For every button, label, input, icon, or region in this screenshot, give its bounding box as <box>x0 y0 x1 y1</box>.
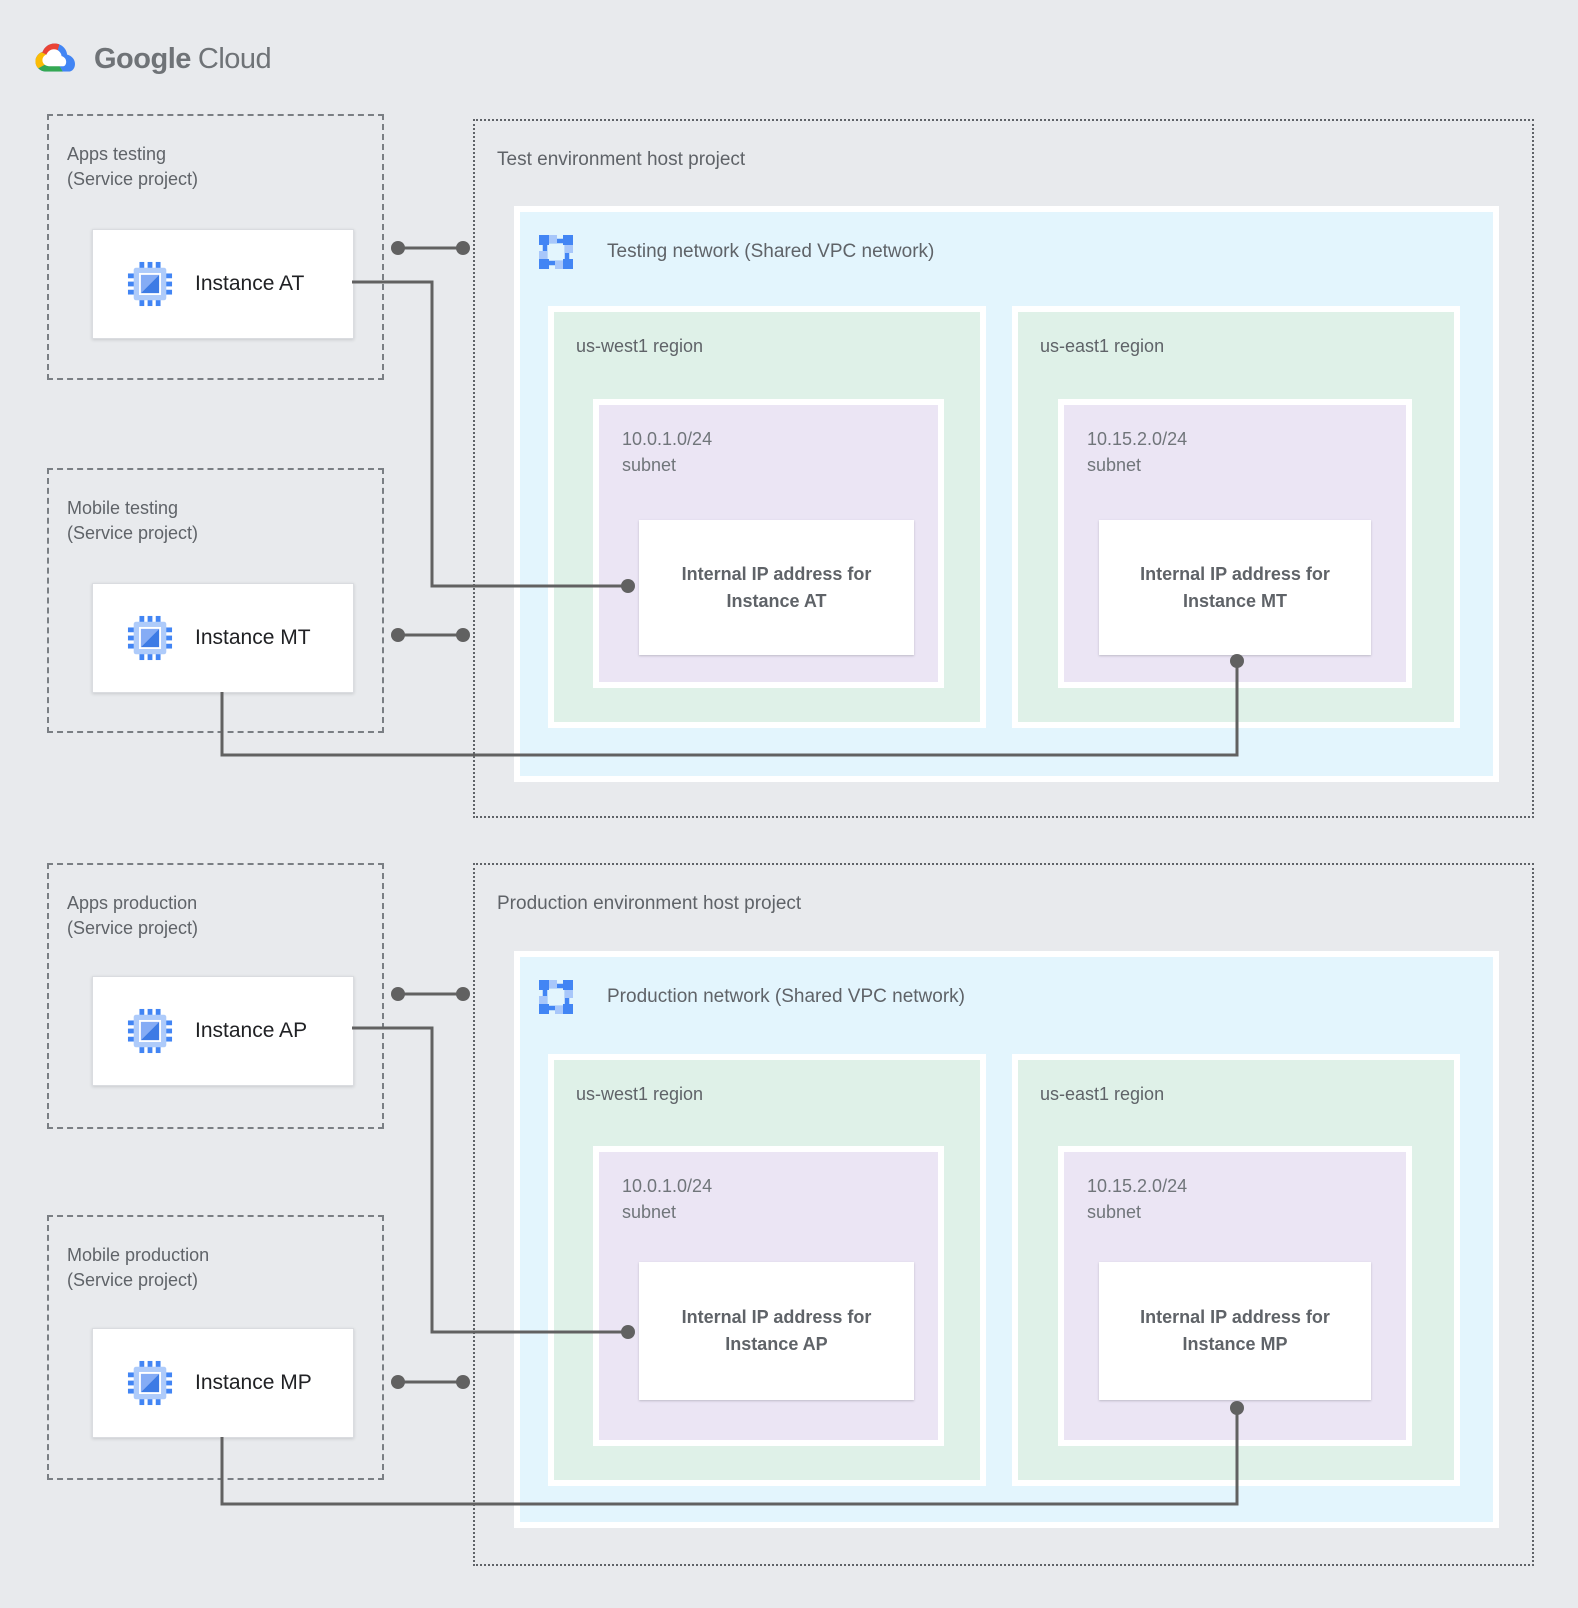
logo-word-cloud: Cloud <box>197 42 272 75</box>
region-label: us-east1 region <box>1040 1084 1165 1104</box>
instance-card-mt: Instance MT <box>92 583 354 693</box>
instance-card-mp: Instance MP <box>92 1328 354 1438</box>
region-label: us-east1 region <box>1040 336 1165 356</box>
service-project-mobile-testing: Mobile testing (Service project) Instanc… <box>47 468 384 733</box>
service-project-label: Mobile testing (Service project) <box>67 496 382 546</box>
google-cloud-logo-icon <box>35 43 75 72</box>
network-label: Testing network (Shared VPC network) <box>607 241 935 262</box>
subnet-label: 10.15.2.0/24 subnet <box>1087 1173 1187 1225</box>
host-project-production: Production environment host project Prod… <box>473 863 1534 1566</box>
compute-engine-icon <box>127 615 173 661</box>
internal-ip-text: Internal IP address for Instance AT <box>681 563 872 611</box>
host-project-test: Test environment host project Testing ne… <box>473 119 1534 818</box>
service-project-apps-testing: Apps testing (Service project) Instance … <box>47 114 384 380</box>
internal-ip-text: Internal IP address for Instance MP <box>1140 1307 1330 1354</box>
compute-engine-icon <box>127 1008 173 1054</box>
internal-ip-text: Internal IP address for Instance MT <box>1140 563 1330 611</box>
network-label: Production network (Shared VPC network) <box>607 986 965 1007</box>
instance-label: Instance MT <box>195 626 311 649</box>
subnet-word: subnet <box>622 1202 677 1222</box>
network-box-production: Production network (Shared VPC network) … <box>514 951 1499 1528</box>
network-header: Testing network (Shared VPC network) <box>536 232 934 272</box>
vpc-network-icon <box>539 235 573 269</box>
subnet-box: 10.0.1.0/24 subnet Internal IP address f… <box>593 399 944 688</box>
internal-ip-box-mt: Internal IP address for Instance MT <box>1099 520 1371 655</box>
service-project-label: Mobile production (Service project) <box>67 1243 382 1293</box>
subnet-label: 10.0.1.0/24 subnet <box>622 426 712 478</box>
subnet-label: 10.15.2.0/24 subnet <box>1087 426 1187 478</box>
service-project-type: (Service project) <box>67 169 199 189</box>
region-box-us-west1: us-west1 region 10.0.1.0/24 subnet Inter… <box>548 1054 986 1486</box>
subnet-box: 10.15.2.0/24 subnet Internal IP address … <box>1058 1146 1412 1446</box>
instance-card-ap: Instance AP <box>92 976 354 1086</box>
service-project-label: Apps production (Service project) <box>67 891 382 941</box>
service-project-name: Apps production <box>67 893 198 913</box>
vpc-network-icon <box>539 980 573 1014</box>
service-project-type: (Service project) <box>67 523 199 543</box>
subnet-word: subnet <box>1087 1202 1142 1222</box>
region-box-us-west1: us-west1 region 10.0.1.0/24 subnet Inter… <box>548 306 986 728</box>
region-box-us-east1: us-east1 region 10.15.2.0/24 subnet Inte… <box>1012 1054 1460 1486</box>
network-header: Production network (Shared VPC network) <box>536 977 965 1017</box>
internal-ip-text: Internal IP address for Instance AP <box>681 1307 872 1354</box>
service-project-name: Apps testing <box>67 144 167 164</box>
subnet-cidr: 10.0.1.0/24 <box>622 1176 713 1196</box>
service-project-label: Apps testing (Service project) <box>67 142 382 192</box>
instance-card-at: Instance AT <box>92 229 354 339</box>
service-project-apps-production: Apps production (Service project) Instan… <box>47 863 384 1129</box>
service-project-name: Mobile production <box>67 1245 210 1265</box>
instance-label: Instance AT <box>195 272 305 295</box>
internal-ip-box-mp: Internal IP address for Instance MP <box>1099 1262 1371 1400</box>
internal-ip-box-at: Internal IP address for Instance AT <box>639 520 914 655</box>
subnet-box: 10.0.1.0/24 subnet Internal IP address f… <box>593 1146 944 1446</box>
subnet-box: 10.15.2.0/24 subnet Internal IP address … <box>1058 399 1412 688</box>
instance-label: Instance AP <box>195 1019 308 1042</box>
network-box-testing: Testing network (Shared VPC network) us-… <box>514 206 1499 782</box>
subnet-label: 10.0.1.0/24 subnet <box>622 1173 712 1225</box>
logo-word-google: Google <box>94 42 191 75</box>
subnet-word: subnet <box>1087 455 1142 475</box>
region-label: us-west1 region <box>576 1084 704 1104</box>
host-project-title: Production environment host project <box>497 893 802 914</box>
compute-engine-icon <box>127 261 173 307</box>
service-project-type: (Service project) <box>67 918 199 938</box>
subnet-cidr: 10.0.1.0/24 <box>622 429 713 449</box>
service-project-type: (Service project) <box>67 1270 199 1290</box>
subnet-word: subnet <box>622 455 677 475</box>
service-project-mobile-production: Mobile production (Service project) Inst… <box>47 1215 384 1480</box>
instance-label: Instance MP <box>195 1371 312 1394</box>
service-project-name: Mobile testing <box>67 498 179 518</box>
internal-ip-box-ap: Internal IP address for Instance AP <box>639 1262 914 1400</box>
compute-engine-icon <box>127 1360 173 1406</box>
region-box-us-east1: us-east1 region 10.15.2.0/24 subnet Inte… <box>1012 306 1460 728</box>
host-project-title: Test environment host project <box>497 149 746 170</box>
subnet-cidr: 10.15.2.0/24 <box>1087 429 1188 449</box>
subnet-cidr: 10.15.2.0/24 <box>1087 1176 1188 1196</box>
region-label: us-west1 region <box>576 336 704 356</box>
